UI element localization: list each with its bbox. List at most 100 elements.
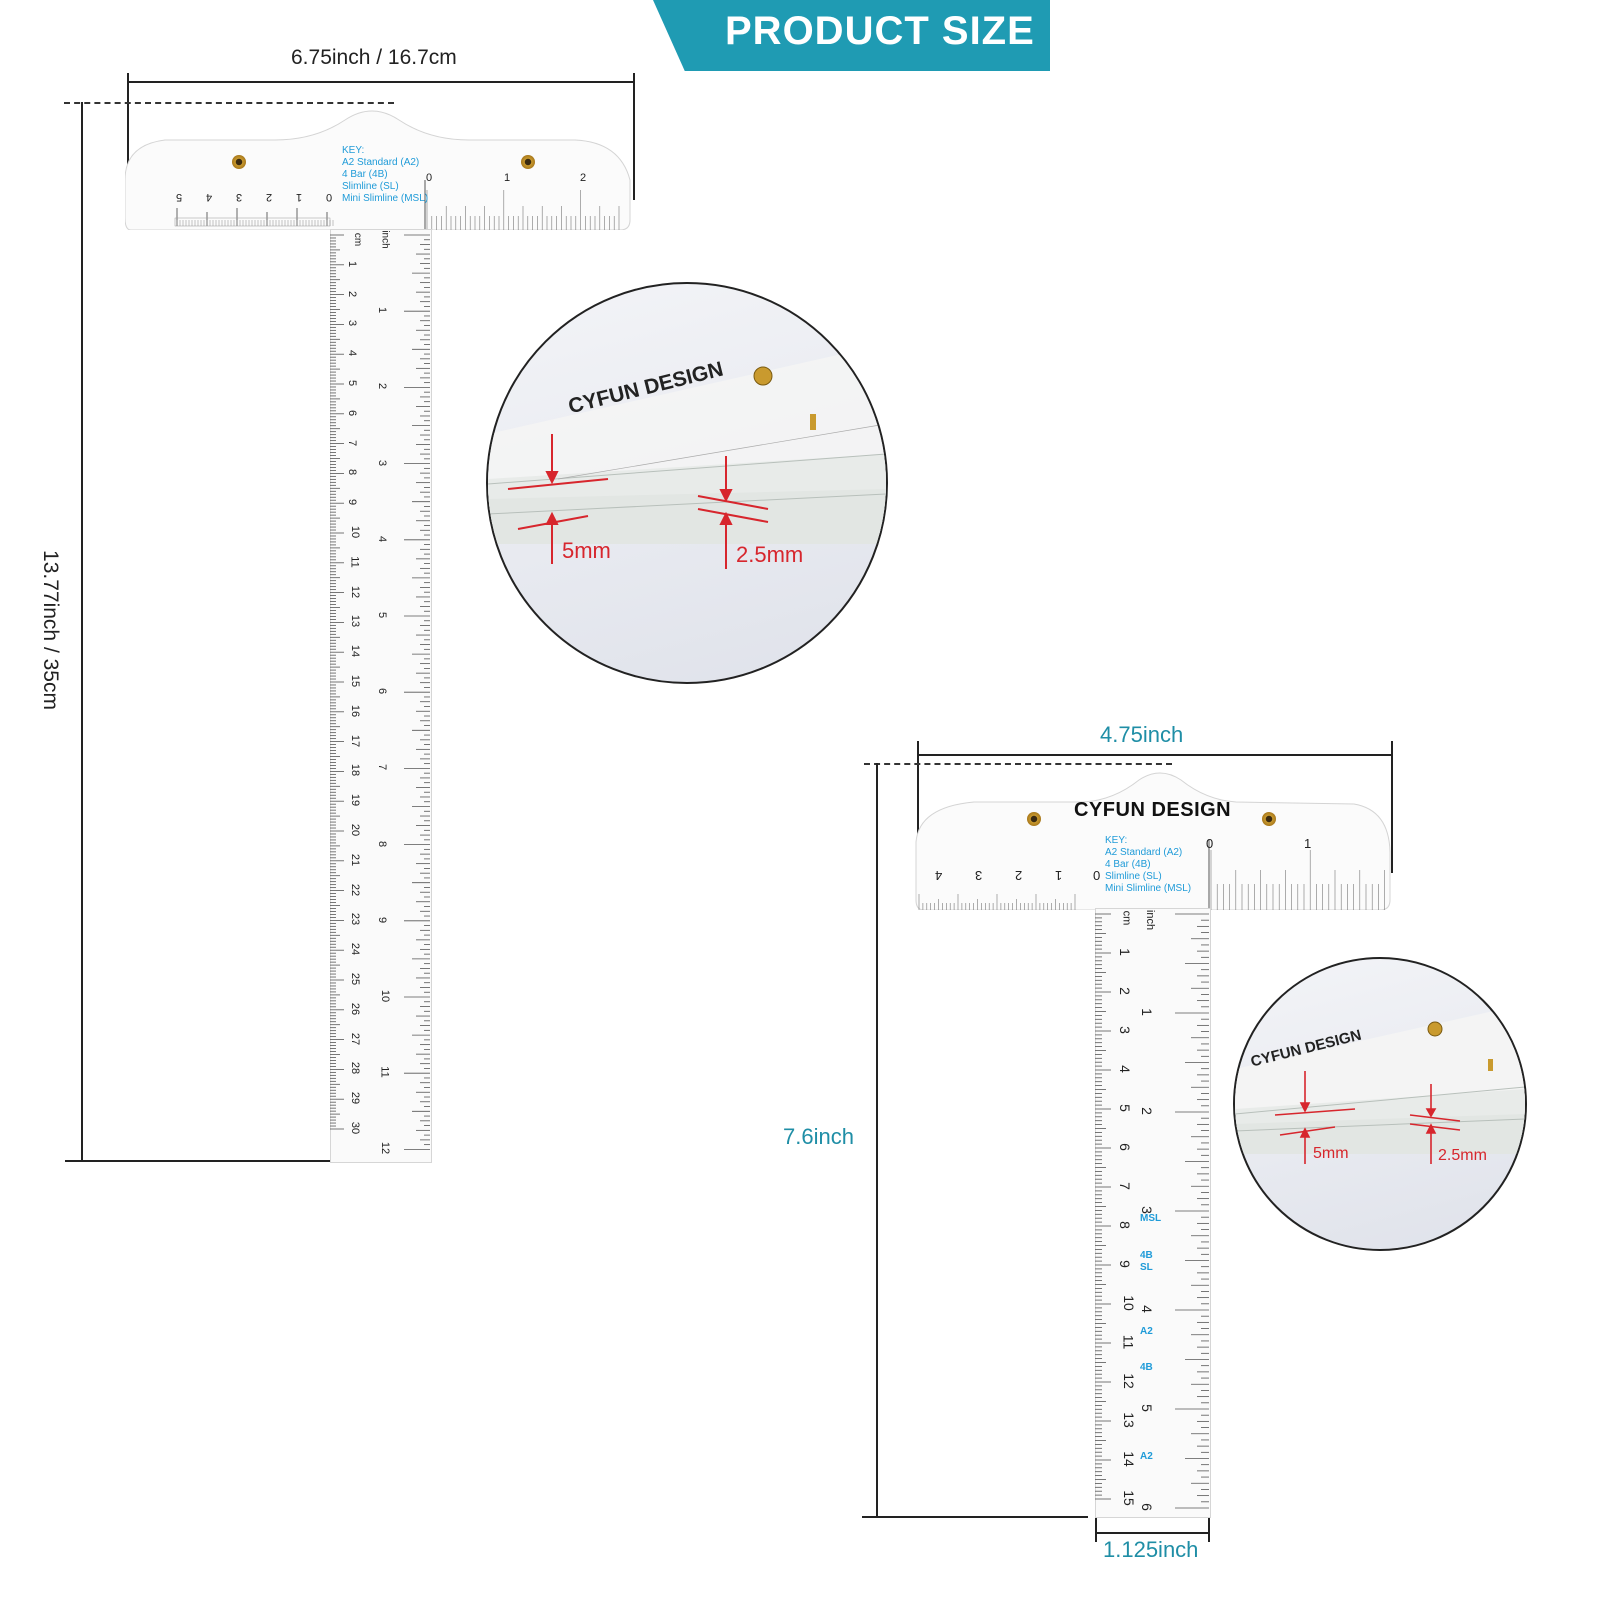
large-detail-callouts: [507, 434, 769, 569]
small-blade-marker-label: 4B: [1140, 1362, 1153, 1373]
small-blade-cm-label: 11: [1120, 1334, 1137, 1350]
small-blade-inch-label: 2: [1138, 1107, 1155, 1115]
small-head-cm-0: 0: [1093, 868, 1101, 883]
small-blade-marker-label: MSL: [1140, 1213, 1162, 1224]
large-blade-inch-label: 12: [379, 1142, 392, 1155]
large-blade-cm-label: 14: [349, 645, 362, 658]
large-thickness-detail-circle: CYFUN DESIGN 5mm 2.5mm: [486, 282, 888, 684]
small-head-cm-3: 3: [975, 868, 983, 883]
large-blade-inch-label: 11: [378, 1066, 391, 1078]
small-ruler-head: [915, 772, 1391, 910]
small-head-inch-0: 0: [1206, 836, 1214, 851]
large-blade-inch-label: 10: [379, 989, 392, 1003]
small-thickness-detail-circle: CYFUN DESIGN 5mm 2.5mm: [1233, 957, 1527, 1251]
small-width-left-tick: [917, 741, 919, 873]
small-blade-cm-label: 15: [1120, 1490, 1137, 1506]
small-head-cm-1: 1: [1055, 868, 1063, 883]
large-ruler-head: [125, 110, 631, 230]
small-blade-cm-label: 14: [1120, 1451, 1137, 1467]
small-head-inch-1: 1: [1304, 836, 1312, 851]
large-blade-cm-label: 8: [346, 469, 359, 476]
small-blade-cm-label: 13: [1120, 1412, 1137, 1428]
small-blade-marker-label: A2: [1140, 1326, 1153, 1337]
large-height-label: 13.77inch / 35cm: [39, 550, 62, 710]
small-blade-cm-label: 8: [1116, 1221, 1133, 1229]
small-blade-inch-label: 5: [1138, 1404, 1155, 1412]
large-blade-cm-label: 15: [349, 674, 362, 688]
large-blade-cm-label: 24: [349, 943, 362, 956]
small-detail-thick-label: 5mm: [1313, 1145, 1349, 1162]
large-head-inch-1: 1: [504, 172, 511, 184]
small-left-rivet: [1027, 812, 1041, 826]
small-height-dimension-line: [876, 763, 878, 1517]
small-detail-thin-label: 2.5mm: [1438, 1147, 1487, 1164]
large-height-bottom-line: [65, 1160, 385, 1162]
large-blade-cm-label: 27: [349, 1032, 362, 1045]
large-width-dimension-line: [128, 81, 634, 83]
small-blade-marker-label: SL: [1140, 1262, 1153, 1273]
large-detail-illustration: [488, 344, 886, 544]
large-blade-cm-label: 20: [349, 823, 362, 837]
large-detail-thick-label: 5mm: [562, 538, 611, 563]
large-blade-cm-label: 11: [348, 556, 361, 568]
large-blade-unit-cm: cm: [352, 232, 364, 247]
large-blade-cm-label: 2: [346, 290, 359, 297]
small-blade-marker-label: 4B: [1140, 1250, 1153, 1261]
small-blade-cm-label: 3: [1116, 1026, 1133, 1034]
small-blade-inch-label: 1: [1138, 1008, 1155, 1016]
large-width-dimension-right-tick: [633, 73, 635, 200]
large-blade-inch-label: 9: [376, 916, 389, 923]
small-ruler-blade: [1095, 908, 1211, 1518]
large-right-rivet: [521, 155, 535, 169]
large-blade-cm-label: 19: [349, 794, 362, 807]
large-blade-unit-inch: inch: [379, 230, 391, 249]
large-blade-cm-label: 4: [346, 350, 359, 357]
large-blade-cm-label: 28: [349, 1062, 362, 1075]
large-blade-cm-label: 18: [349, 764, 362, 777]
large-blade-cm-label: 17: [349, 734, 362, 747]
small-blade-ticks: [1095, 913, 1209, 1509]
large-blade-cm-label: 7: [346, 439, 359, 446]
large-blade-cm-label: 13: [349, 615, 362, 628]
large-blade-cm-label: 21: [349, 853, 362, 866]
large-head-cm-labels: 5 4 3 2 1 0: [170, 191, 340, 205]
large-blade-cm-label: 26: [349, 1002, 362, 1015]
large-blade-cm-label: 25: [349, 972, 362, 986]
small-blade-unit-inch: inch: [1144, 909, 1157, 931]
small-width-label: 4.75inch: [1100, 722, 1184, 747]
large-blade-cm-label: 5: [346, 379, 359, 387]
small-blade-cm-label: 6: [1116, 1143, 1133, 1151]
small-blade-inch-label: 6: [1138, 1503, 1155, 1511]
small-blade-inch-label: 4: [1138, 1305, 1155, 1313]
large-blade-cm-label: 12: [349, 585, 362, 598]
large-key-legend: KEY: A2 Standard (A2) 4 Bar (4B) Slimlin…: [342, 145, 429, 204]
small-blade-cm-label: 5: [1116, 1104, 1133, 1112]
large-head-inch-2: 2: [580, 172, 587, 184]
small-key-legend: KEY: A2 Standard (A2) 4 Bar (4B) Slimlin…: [1105, 835, 1192, 894]
large-head-cm-1: 1: [296, 191, 303, 203]
small-height-label: 7.6inch: [783, 1124, 854, 1149]
large-blade-inch-label: 3: [376, 459, 389, 466]
large-head-cm-2: 2: [266, 191, 273, 203]
large-height-dimension-line: [81, 102, 83, 1162]
large-blade-cm-label: 3: [346, 320, 359, 327]
small-width-dimension-line: [917, 754, 1391, 756]
large-head-cm-4: 4: [206, 191, 213, 203]
small-blade-width-left-tick: [1095, 1518, 1097, 1542]
large-blade-inch-label: 7: [376, 764, 389, 771]
small-detail-callouts: [1274, 1071, 1461, 1164]
large-blade-inch-label: 8: [376, 840, 389, 847]
small-blade-cm-label: 4: [1116, 1065, 1133, 1073]
small-width-right-tick: [1391, 741, 1393, 873]
large-width-label: 6.75inch / 16.7cm: [291, 46, 457, 69]
small-right-rivet: [1262, 812, 1276, 826]
large-blade-inch-label: 2: [376, 383, 389, 390]
large-head-cm-0: 0: [326, 191, 333, 203]
large-blade-cm-label: 30: [349, 1121, 362, 1135]
large-blade-cm-label: 22: [349, 883, 362, 896]
large-blade-cm-label: 16: [349, 704, 362, 717]
small-blade-cm-label: 1: [1116, 948, 1133, 956]
large-blade-inch-label: 6: [376, 688, 389, 695]
large-head-inch-0: 0: [426, 172, 433, 184]
banner-title: PRODUCT SIZE: [725, 9, 1035, 53]
